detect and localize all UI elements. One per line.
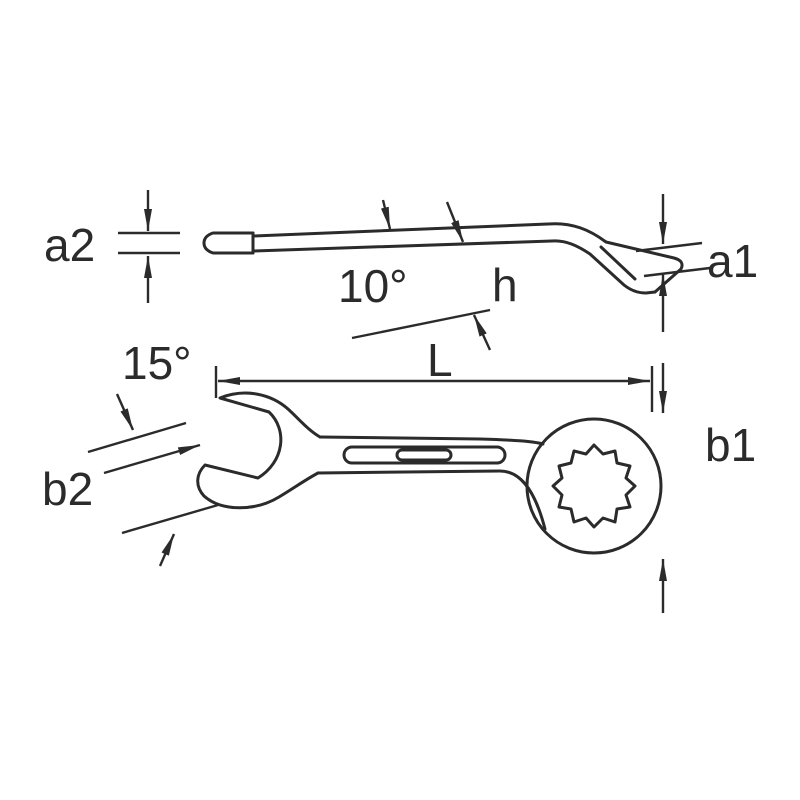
side-view-ring-head-bottom bbox=[550, 239, 657, 295]
head-angle-arrow bbox=[380, 199, 392, 230]
label-a2: a2 bbox=[44, 219, 95, 271]
shaft-bottom-edge bbox=[316, 469, 547, 531]
jaw-angle-reference-line bbox=[87, 421, 187, 454]
side-view-ring-head-inner-edge bbox=[599, 245, 637, 281]
a1-upper-tick bbox=[635, 241, 703, 253]
b2-arrow-up bbox=[158, 533, 176, 567]
side-view-ring-head-top bbox=[546, 222, 684, 294]
dimension-annotations: a2 10° h a1 L 15° bbox=[42, 190, 758, 613]
label-jaw-angle: 15° bbox=[122, 337, 192, 389]
side-view-shaft-top bbox=[251, 222, 550, 238]
head-axis-reference-line bbox=[351, 308, 491, 340]
h-arrow-down bbox=[445, 201, 465, 243]
jaw-angle-arrow bbox=[115, 393, 135, 431]
label-length: L bbox=[427, 334, 453, 386]
ring-end-outer bbox=[525, 417, 663, 555]
h-arrow-up bbox=[472, 314, 492, 351]
shaft-slot-insert bbox=[395, 448, 453, 462]
b2-lower-extension bbox=[121, 503, 219, 535]
label-b1: b1 bbox=[705, 419, 756, 471]
open-end-head-outline bbox=[196, 391, 322, 510]
label-head-angle: 10° bbox=[338, 260, 408, 312]
label-a1: a1 bbox=[707, 235, 758, 287]
a1-lower-tick bbox=[643, 266, 711, 278]
side-view-shaft-bottom bbox=[251, 239, 554, 253]
label-b2: b2 bbox=[42, 463, 93, 515]
ring-12point-profile bbox=[551, 443, 637, 529]
shaft-top-edge bbox=[318, 435, 545, 446]
label-h: h bbox=[492, 259, 518, 311]
side-view-jaw-tip bbox=[202, 231, 255, 255]
shaft-slot bbox=[342, 445, 507, 465]
wrench-top-view bbox=[196, 391, 663, 555]
b2-upper-leader bbox=[103, 443, 201, 475]
wrench-side-view bbox=[202, 222, 684, 295]
